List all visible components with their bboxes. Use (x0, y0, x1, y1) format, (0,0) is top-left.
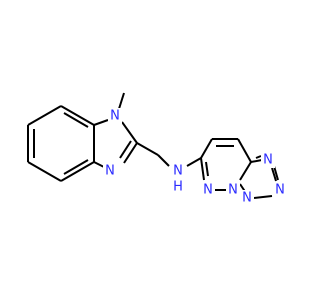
bond-benz-double-3 (63, 112, 89, 128)
amine-link (186, 157, 202, 167)
bond-tet-n3-n4 (253, 195, 273, 199)
bond-pyr-c3a-n4 (239, 161, 252, 181)
bond-ch2-nh (157, 154, 170, 167)
bond-tet-c-n1 (250, 159, 263, 163)
label-n-tetrazole-3: N (242, 191, 252, 206)
methylene-linker (136, 142, 170, 167)
bond-nh-c6 (186, 157, 202, 167)
label-n-methyl: N (110, 109, 120, 124)
imidazole-ring (93, 92, 138, 169)
bond-benz-5 (60, 105, 95, 126)
atom-labels: N N N H N N N N N (103, 108, 287, 206)
bond-pyr-c6-c5 (200, 138, 213, 159)
bond-benz-double-2 (63, 159, 89, 175)
label-n-pyridazine: N (203, 183, 213, 198)
bond-imid-n1-c2 (121, 121, 138, 144)
label-n-tetrazole-2: N (275, 183, 285, 198)
benzene-ring (27, 105, 95, 182)
bond-imid-c2-n3-double (119, 140, 132, 159)
bond-benz-3 (60, 161, 95, 182)
label-amine-n: N (173, 164, 183, 179)
bond-c2-ch2 (136, 142, 159, 156)
bond-tet-n2-n3-double (271, 167, 277, 182)
bond-benz-6 (27, 105, 62, 126)
label-amine-h: H (173, 180, 183, 195)
molecule-structure-diagram: N N N H N N N N N (27, 92, 287, 206)
bond-pyr-c4-c3a (237, 138, 252, 163)
label-n-tetrazole-1: N (263, 153, 273, 168)
bond-imid-c2-n3 (123, 142, 138, 164)
bond-tet-c-double (255, 155, 262, 159)
label-n-imidazole: N (105, 164, 115, 179)
label-n-bridge: N (228, 183, 238, 198)
bond-imid-c-n1 (93, 119, 109, 126)
bond-pyr-double-2 (205, 161, 209, 177)
bond-tet-n1-n2 (273, 165, 279, 181)
bond-benz-2 (27, 161, 62, 182)
bond-pyr-n5-c6 (200, 157, 205, 181)
